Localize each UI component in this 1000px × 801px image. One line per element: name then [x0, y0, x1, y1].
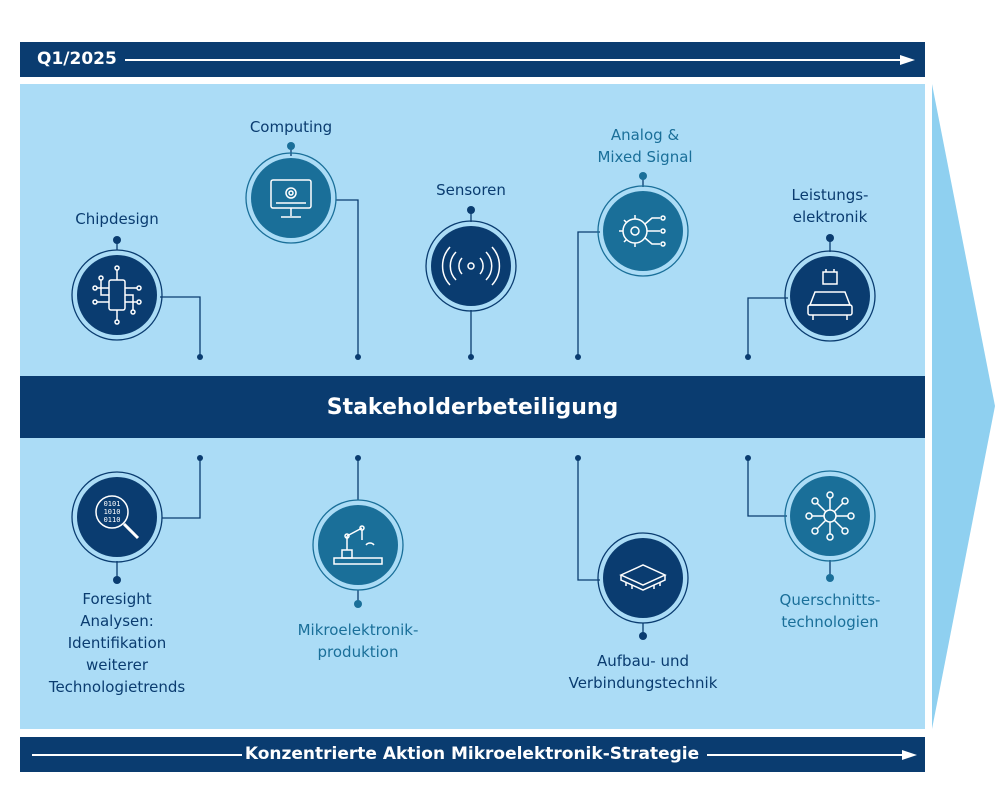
gear-circuit-icon: [597, 185, 689, 277]
timeline-arrow-top: [125, 55, 915, 65]
stakeholder-title: Stakeholderbeteiligung: [326, 394, 619, 420]
timeline-arrow-bottom: [32, 750, 917, 760]
circuit-icon: [71, 249, 163, 341]
label-sensoren: Sensoren: [436, 181, 506, 199]
timeline-bar-top: Q1/2025: [20, 42, 925, 77]
label-analog-mixed-signal: Analog & Mixed Signal: [597, 126, 693, 166]
label-chipdesign: Chipdesign: [75, 210, 159, 228]
quarter-label: Q1/2025: [37, 49, 117, 69]
footer-title: Konzentrierte Aktion Mikroelektronik-Str…: [244, 744, 700, 764]
chip-icon: [597, 532, 689, 624]
robot-arm-icon: [312, 499, 404, 591]
label-aufbau-verbindungstechnik: Aufbau- und Verbindungstechnik: [568, 652, 718, 692]
timeline-bar-bottom: Konzentrierte Aktion Mikroelektronik-Str…: [20, 737, 925, 772]
svg-text:1010: 1010: [104, 508, 121, 516]
monitor-gear-icon: [245, 152, 337, 244]
chevron-arrow-shape: [932, 84, 995, 729]
stakeholder-band: Stakeholderbeteiligung: [20, 376, 925, 438]
svg-text:0110: 0110: [104, 516, 121, 524]
signal-waves-icon: [425, 220, 517, 312]
svg-text:0101: 0101: [104, 500, 121, 508]
label-querschnittstechnologien: Querschnitts- technologien: [779, 591, 881, 631]
network-icon: [784, 470, 876, 562]
label-leistungselektronik: Leistungs- elektronik: [791, 186, 869, 226]
car-chip-icon: [784, 250, 876, 342]
label-foresight: Foresight Analysen: Identifikation weite…: [48, 590, 186, 696]
label-mikroelektronikproduktion: Mikroelektronik- produktion: [297, 621, 419, 661]
label-computing: Computing: [249, 118, 333, 136]
